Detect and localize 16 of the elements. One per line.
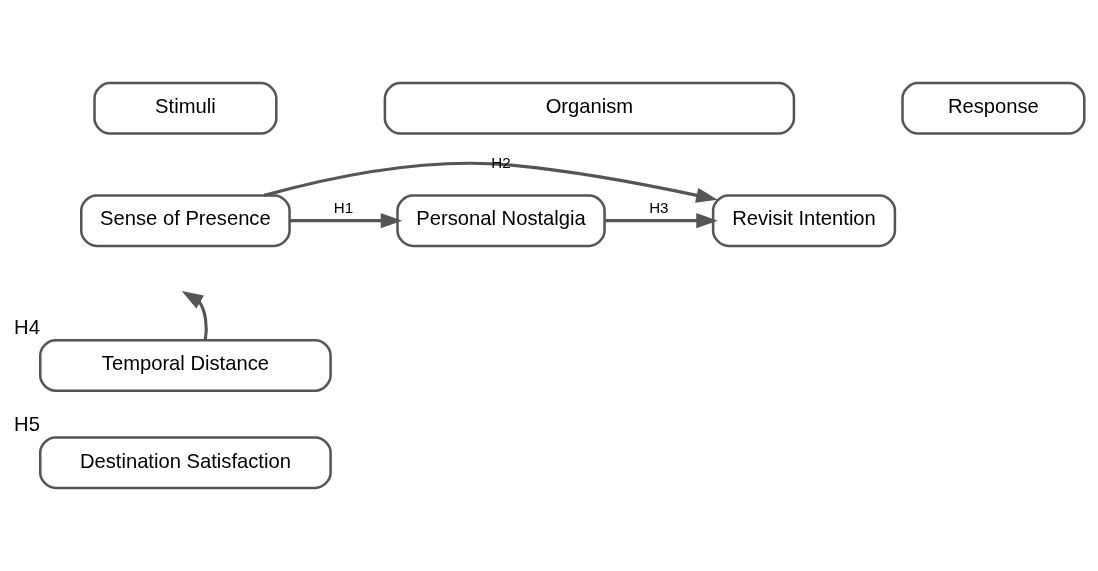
edge-label: H1: [333, 198, 354, 216]
node-label: H4: [14, 315, 40, 338]
node-box: Destination Satisfaction: [38, 436, 332, 490]
node-box: Temporal Distance: [38, 339, 332, 392]
node-box: Response: [901, 81, 1086, 135]
arrow: [289, 213, 403, 229]
node-label: H5: [14, 412, 40, 435]
edge-label: H3: [649, 198, 669, 216]
node-box: Organism: [383, 81, 796, 135]
arrow: [604, 213, 718, 229]
node-box: Stimuli: [93, 81, 278, 135]
node-box: Personal Nostalgia: [396, 194, 606, 248]
arrow: [263, 161, 718, 203]
arrow: [181, 291, 208, 341]
node-box: Revisit Intention: [711, 194, 897, 248]
node-box: Sense of Presence: [80, 194, 291, 248]
